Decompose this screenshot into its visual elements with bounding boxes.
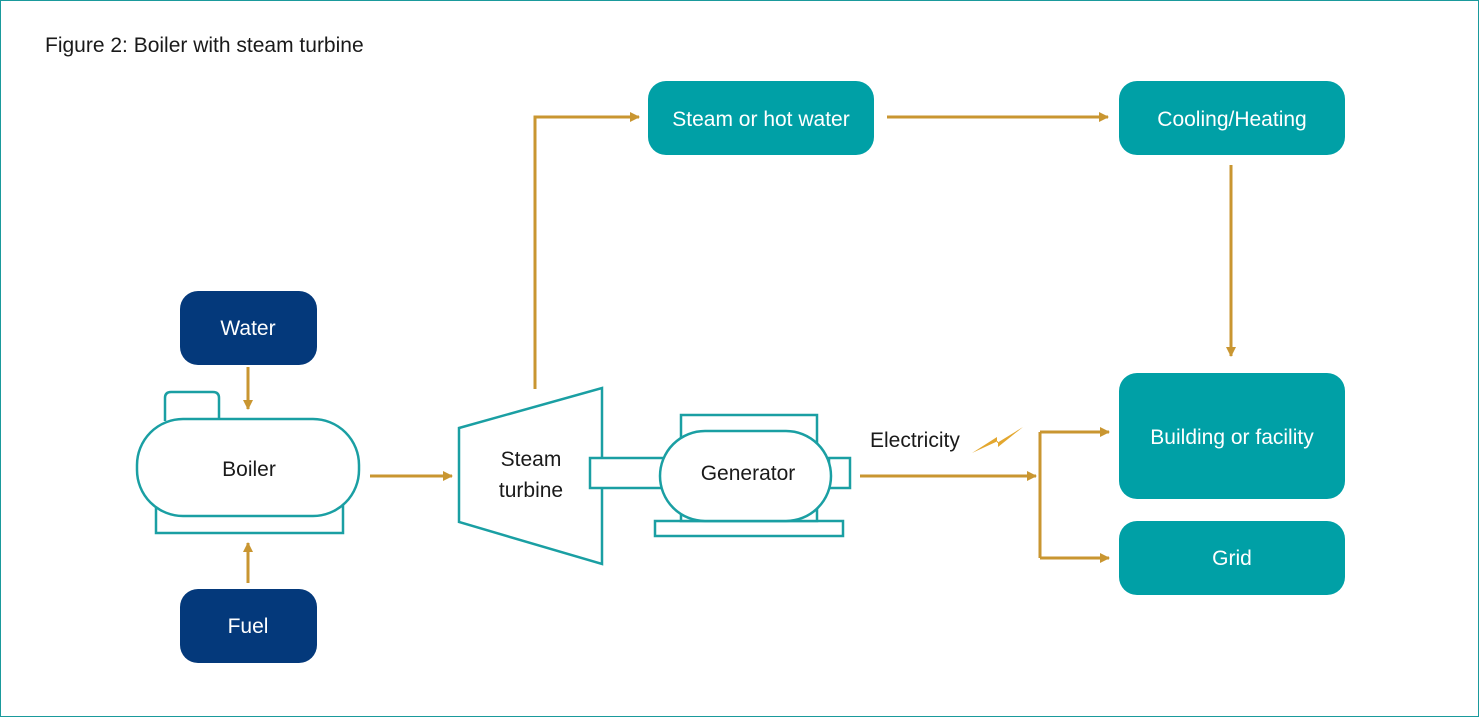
generator-icon [588, 413, 852, 538]
water-node: Water [180, 291, 317, 365]
cooling-heating-node: Cooling/Heating [1119, 81, 1345, 155]
building-label: Building or facility [1150, 426, 1314, 449]
connectors [243, 112, 1236, 583]
arrow-turbine-to-steam [533, 112, 640, 389]
electricity-label: Electricity [870, 429, 960, 452]
lightning-bolt-icon [972, 427, 1023, 453]
steam-turbine-icon [457, 386, 604, 566]
grid-label: Grid [1212, 547, 1252, 570]
generator-label: Generator [701, 462, 796, 485]
fuel-node: Fuel [180, 589, 317, 663]
steam-hot-water-label: Steam or hot water [672, 108, 849, 131]
boiler-icon [135, 390, 361, 535]
turbine-label-line2: turbine [499, 479, 563, 502]
turbine-label-line1: Steam [501, 448, 562, 471]
steam-hot-water-node: Steam or hot water [648, 81, 874, 155]
boiler-label: Boiler [222, 458, 276, 481]
grid-node: Grid [1119, 521, 1345, 595]
cooling-heating-label: Cooling/Heating [1157, 108, 1306, 131]
figure-title: Figure 2: Boiler with steam turbine [45, 34, 364, 57]
water-label: Water [220, 317, 275, 340]
building-node: Building or facility [1119, 373, 1345, 499]
fuel-label: Fuel [228, 615, 269, 638]
